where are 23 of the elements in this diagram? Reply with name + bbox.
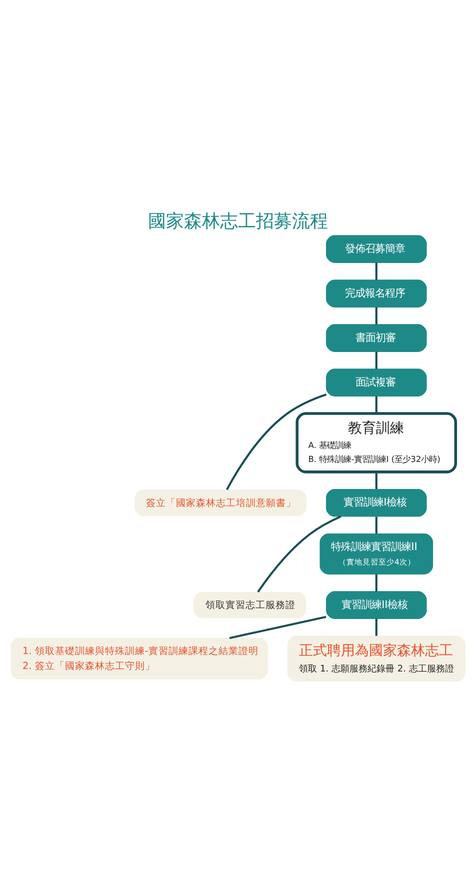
node-box: 教育訓練 A. 基礎訓練 B. 特殊訓練-實習訓練I (至少32小時) — [296, 412, 458, 473]
node-box: 1. 領取基礎訓練與特殊訓練-實習訓練課程之結業證明 2. 簽立「國家森林志工守則」 — [10, 637, 268, 679]
connector — [375, 351, 378, 368]
connector — [375, 306, 378, 324]
connector — [375, 262, 378, 280]
node-box: 實習訓練II檢核 — [326, 590, 427, 618]
connector — [375, 618, 378, 636]
connector — [226, 393, 327, 490]
connector — [257, 515, 342, 592]
connector — [375, 516, 378, 534]
node-box: 實習訓練I檢核 — [326, 488, 427, 516]
node-box: 面試複審 — [326, 368, 427, 396]
node-box: 簽立「國家森林志工培訓意願書」 — [134, 489, 306, 516]
node-box: 書面初審 — [326, 324, 427, 352]
connector — [375, 472, 378, 489]
connector — [375, 396, 378, 413]
node-box: 正式聘用為國家森林志工 領取 1. 志願服務紀錄冊 2. 志工服務證 — [287, 635, 466, 682]
diagram-title: 國家森林志工招募流程 — [148, 210, 328, 232]
connector — [375, 574, 378, 591]
node-box: 領取實習志工服務證 — [194, 591, 306, 618]
node-box: 完成報名程序 — [326, 279, 427, 307]
connector — [229, 615, 326, 639]
node-box: 發佈召募簡章 — [326, 234, 427, 262]
